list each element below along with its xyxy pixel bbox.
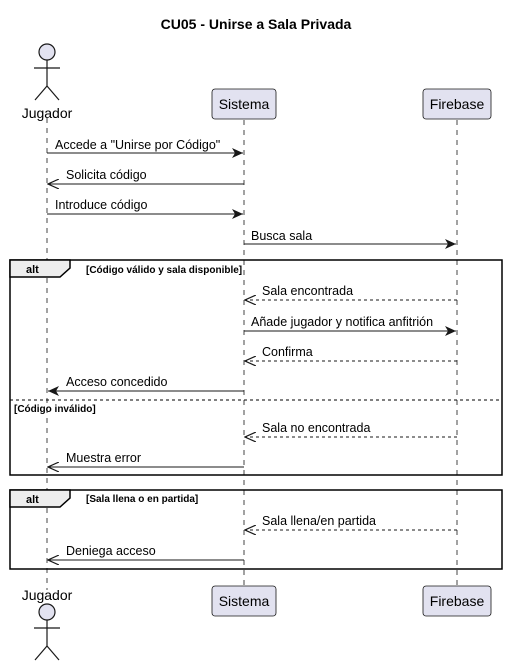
message-2-label: Solicita código <box>66 168 147 182</box>
message-10: Muestra error <box>48 451 244 467</box>
alt-fragment-1-guard-2: [Código inválido] <box>14 404 96 415</box>
alt-fragment-2: alt [Sala llena o en partida] <box>9 489 503 570</box>
message-10-label: Muestra error <box>66 451 141 465</box>
message-4: Busca sala <box>244 229 456 249</box>
participant-firebase-top: Firebase <box>422 88 492 120</box>
message-11-label: Sala llena/en partida <box>262 514 376 528</box>
alt-fragment-1-operator: alt <box>26 264 39 276</box>
message-4-label: Busca sala <box>251 229 312 243</box>
alt-fragment-1-guard-1: [Código válido y sala disponible] <box>86 265 242 276</box>
actor-jugador-top: Jugador <box>22 43 73 121</box>
message-6-label: Añade jugador y notifica anfitrión <box>251 315 433 329</box>
participant-sistema-top-label: Sistema <box>219 96 270 112</box>
diagram-title: CU05 - Unirse a Sala Privada <box>161 16 352 32</box>
message-8-label: Acceso concedido <box>66 375 168 389</box>
participant-jugador-bottom-label: Jugador <box>22 587 73 603</box>
message-12-label: Deniega acceso <box>66 544 156 558</box>
message-7-label: Confirma <box>262 345 313 359</box>
stick-figure-icon <box>34 43 60 101</box>
alt-fragment-1: alt [Código válido y sala disponible] [C… <box>9 259 503 476</box>
participant-jugador-top-label: Jugador <box>22 105 73 121</box>
message-9: Sala no encontrada <box>245 421 457 437</box>
participant-firebase-top-label: Firebase <box>430 96 485 112</box>
message-6: Añade jugador y notifica anfitrión <box>244 315 456 336</box>
message-5: Sala encontrada <box>245 284 457 300</box>
participant-firebase-bottom: Firebase <box>422 585 492 617</box>
message-2: Solicita código <box>48 168 244 184</box>
actor-jugador-bottom: Jugador <box>22 587 73 661</box>
stick-figure-icon <box>34 603 60 661</box>
alt-fragment-2-guard-1: [Sala llena o en partida] <box>86 494 198 505</box>
message-8: Acceso concedido <box>48 375 244 396</box>
message-11: Sala llena/en partida <box>245 514 457 530</box>
participant-sistema-bottom-label: Sistema <box>219 593 270 609</box>
participant-sistema-top: Sistema <box>211 88 277 120</box>
message-12: Deniega acceso <box>48 544 244 560</box>
participant-sistema-bottom: Sistema <box>211 585 277 617</box>
message-1: Accede a "Unirse por Código" <box>47 138 243 158</box>
message-9-label: Sala no encontrada <box>262 421 370 435</box>
message-1-label: Accede a "Unirse por Código" <box>55 138 220 152</box>
message-3-label: Introduce código <box>55 198 147 212</box>
message-5-label: Sala encontrada <box>262 284 353 298</box>
message-3: Introduce código <box>47 198 243 219</box>
participant-firebase-bottom-label: Firebase <box>430 593 485 609</box>
message-7: Confirma <box>245 345 457 361</box>
alt-fragment-2-operator: alt <box>26 494 39 506</box>
